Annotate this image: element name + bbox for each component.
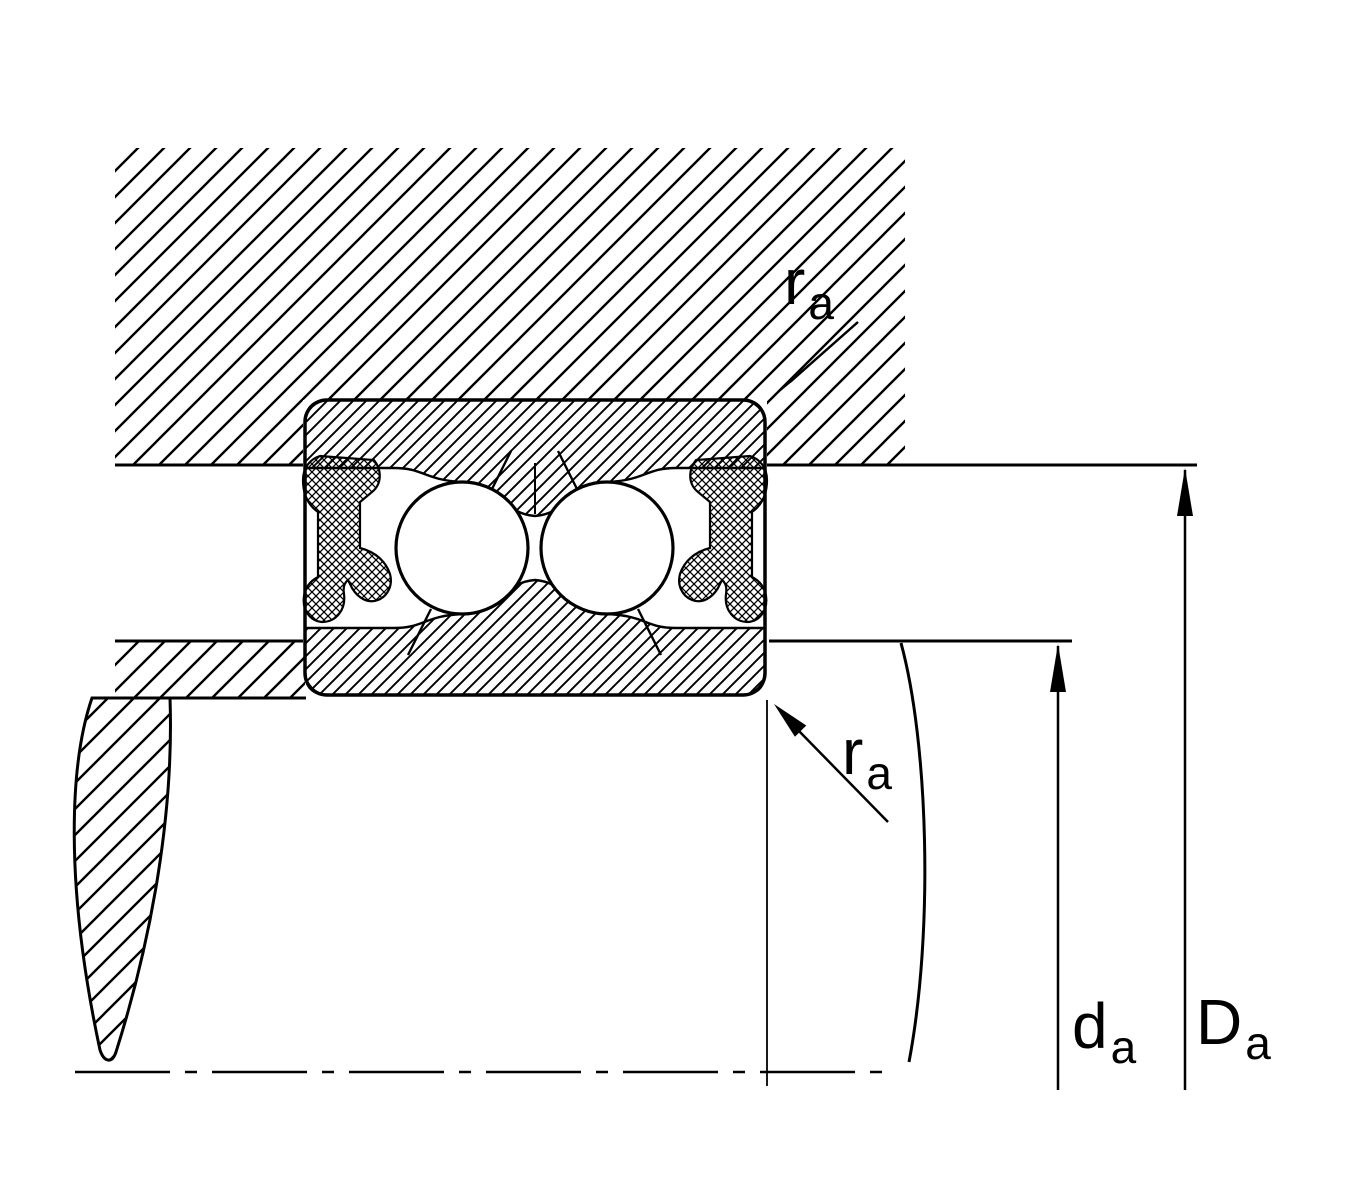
label-ra-bottom: ra (842, 720, 892, 796)
label-da-sub: a (1110, 1021, 1137, 1073)
label-ra-top-sub: a (808, 277, 834, 329)
ra-top-arrowhead (770, 368, 804, 400)
ball-left (394, 480, 530, 616)
contact-angle-lines (406, 450, 663, 656)
label-da: da (1072, 994, 1136, 1070)
da-arrowhead (1050, 644, 1066, 692)
housing-section (115, 148, 905, 465)
ball-right (539, 480, 675, 616)
label-Da-main: D (1196, 986, 1243, 1058)
ra-top-leader (770, 321, 859, 400)
label-da-main: d (1072, 990, 1108, 1062)
shaft-break-curve (899, 642, 927, 1063)
label-Da: Da (1196, 990, 1271, 1066)
Da-dimension (1177, 468, 1193, 1090)
shaft-shoulder-section (115, 641, 305, 698)
label-ra-top: ra (784, 250, 834, 326)
shaft-break-section (72, 696, 172, 1062)
ra-bottom-leader (774, 704, 889, 823)
Da-arrowhead (1177, 468, 1193, 516)
seal-left (301, 454, 392, 624)
label-ra-bottom-main: r (842, 716, 864, 788)
da-dimension (1050, 644, 1066, 1090)
label-ra-bottom-sub: a (866, 747, 892, 799)
label-Da-sub: a (1245, 1017, 1271, 1069)
ra-bottom-arrowhead (774, 704, 807, 737)
label-ra-top-main: r (784, 246, 806, 318)
